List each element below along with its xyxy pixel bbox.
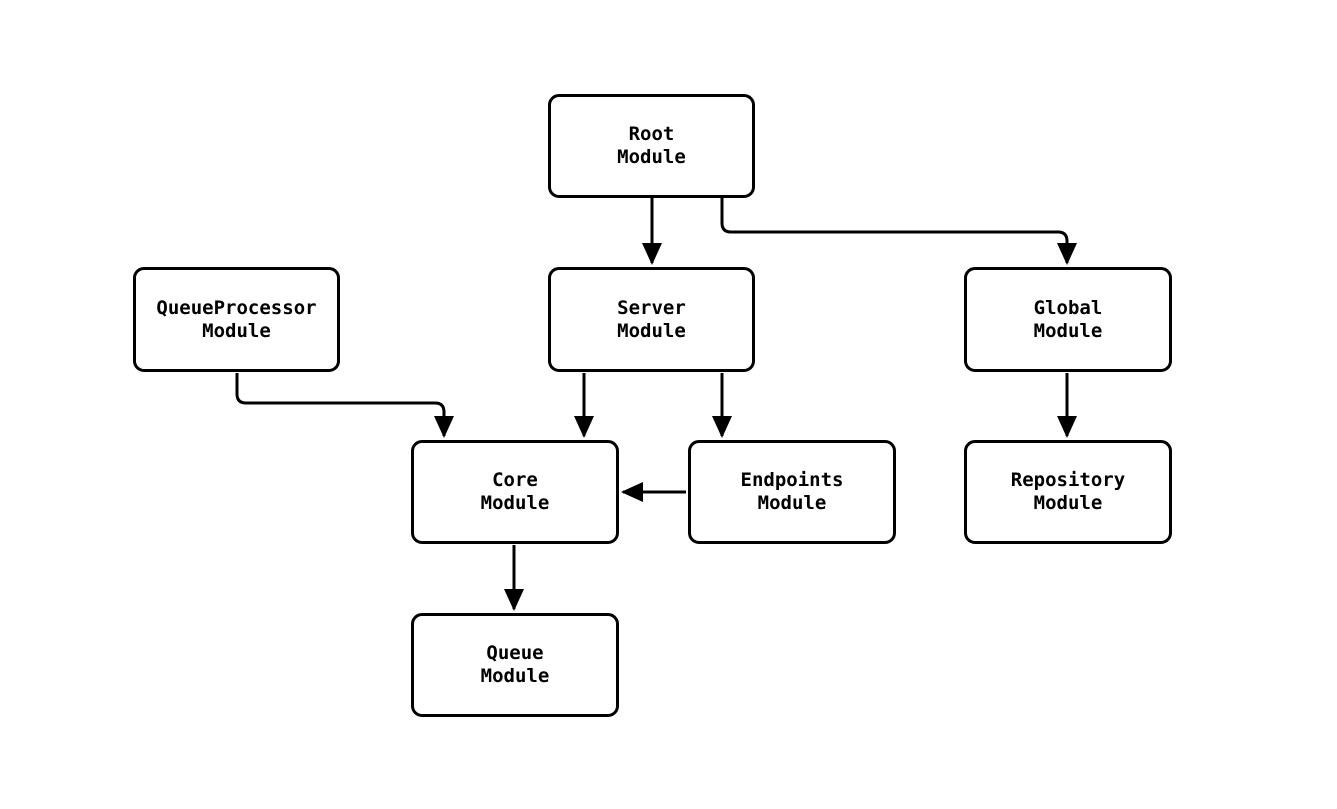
node-root-module: Root Module xyxy=(548,94,755,198)
node-repository-module: Repository Module xyxy=(964,440,1172,544)
node-server-module: Server Module xyxy=(548,267,755,372)
node-label-global: Global Module xyxy=(1033,296,1103,342)
node-global-module: Global Module xyxy=(964,267,1172,372)
node-core-module: Core Module xyxy=(411,440,619,544)
node-label-root: Root Module xyxy=(617,123,686,168)
node-label-repository: Repository Module xyxy=(1010,469,1126,514)
node-queue-module: Queue Module xyxy=(411,613,619,717)
node-queueprocessor-module: QueueProcessor Module xyxy=(133,267,340,372)
node-label-server: Server Module xyxy=(617,296,686,342)
node-label-queue: Queue Module xyxy=(480,642,550,687)
edge-root-to-global xyxy=(720,198,1077,265)
node-label-core: Core Module xyxy=(480,469,550,514)
node-label-endpoints: Endpoints Module xyxy=(740,469,844,514)
node-endpoints-module: Endpoints Module xyxy=(688,440,896,544)
edge-queueprocessor-to-core xyxy=(235,373,454,438)
node-label-queueprocessor: QueueProcessor Module xyxy=(156,296,317,342)
